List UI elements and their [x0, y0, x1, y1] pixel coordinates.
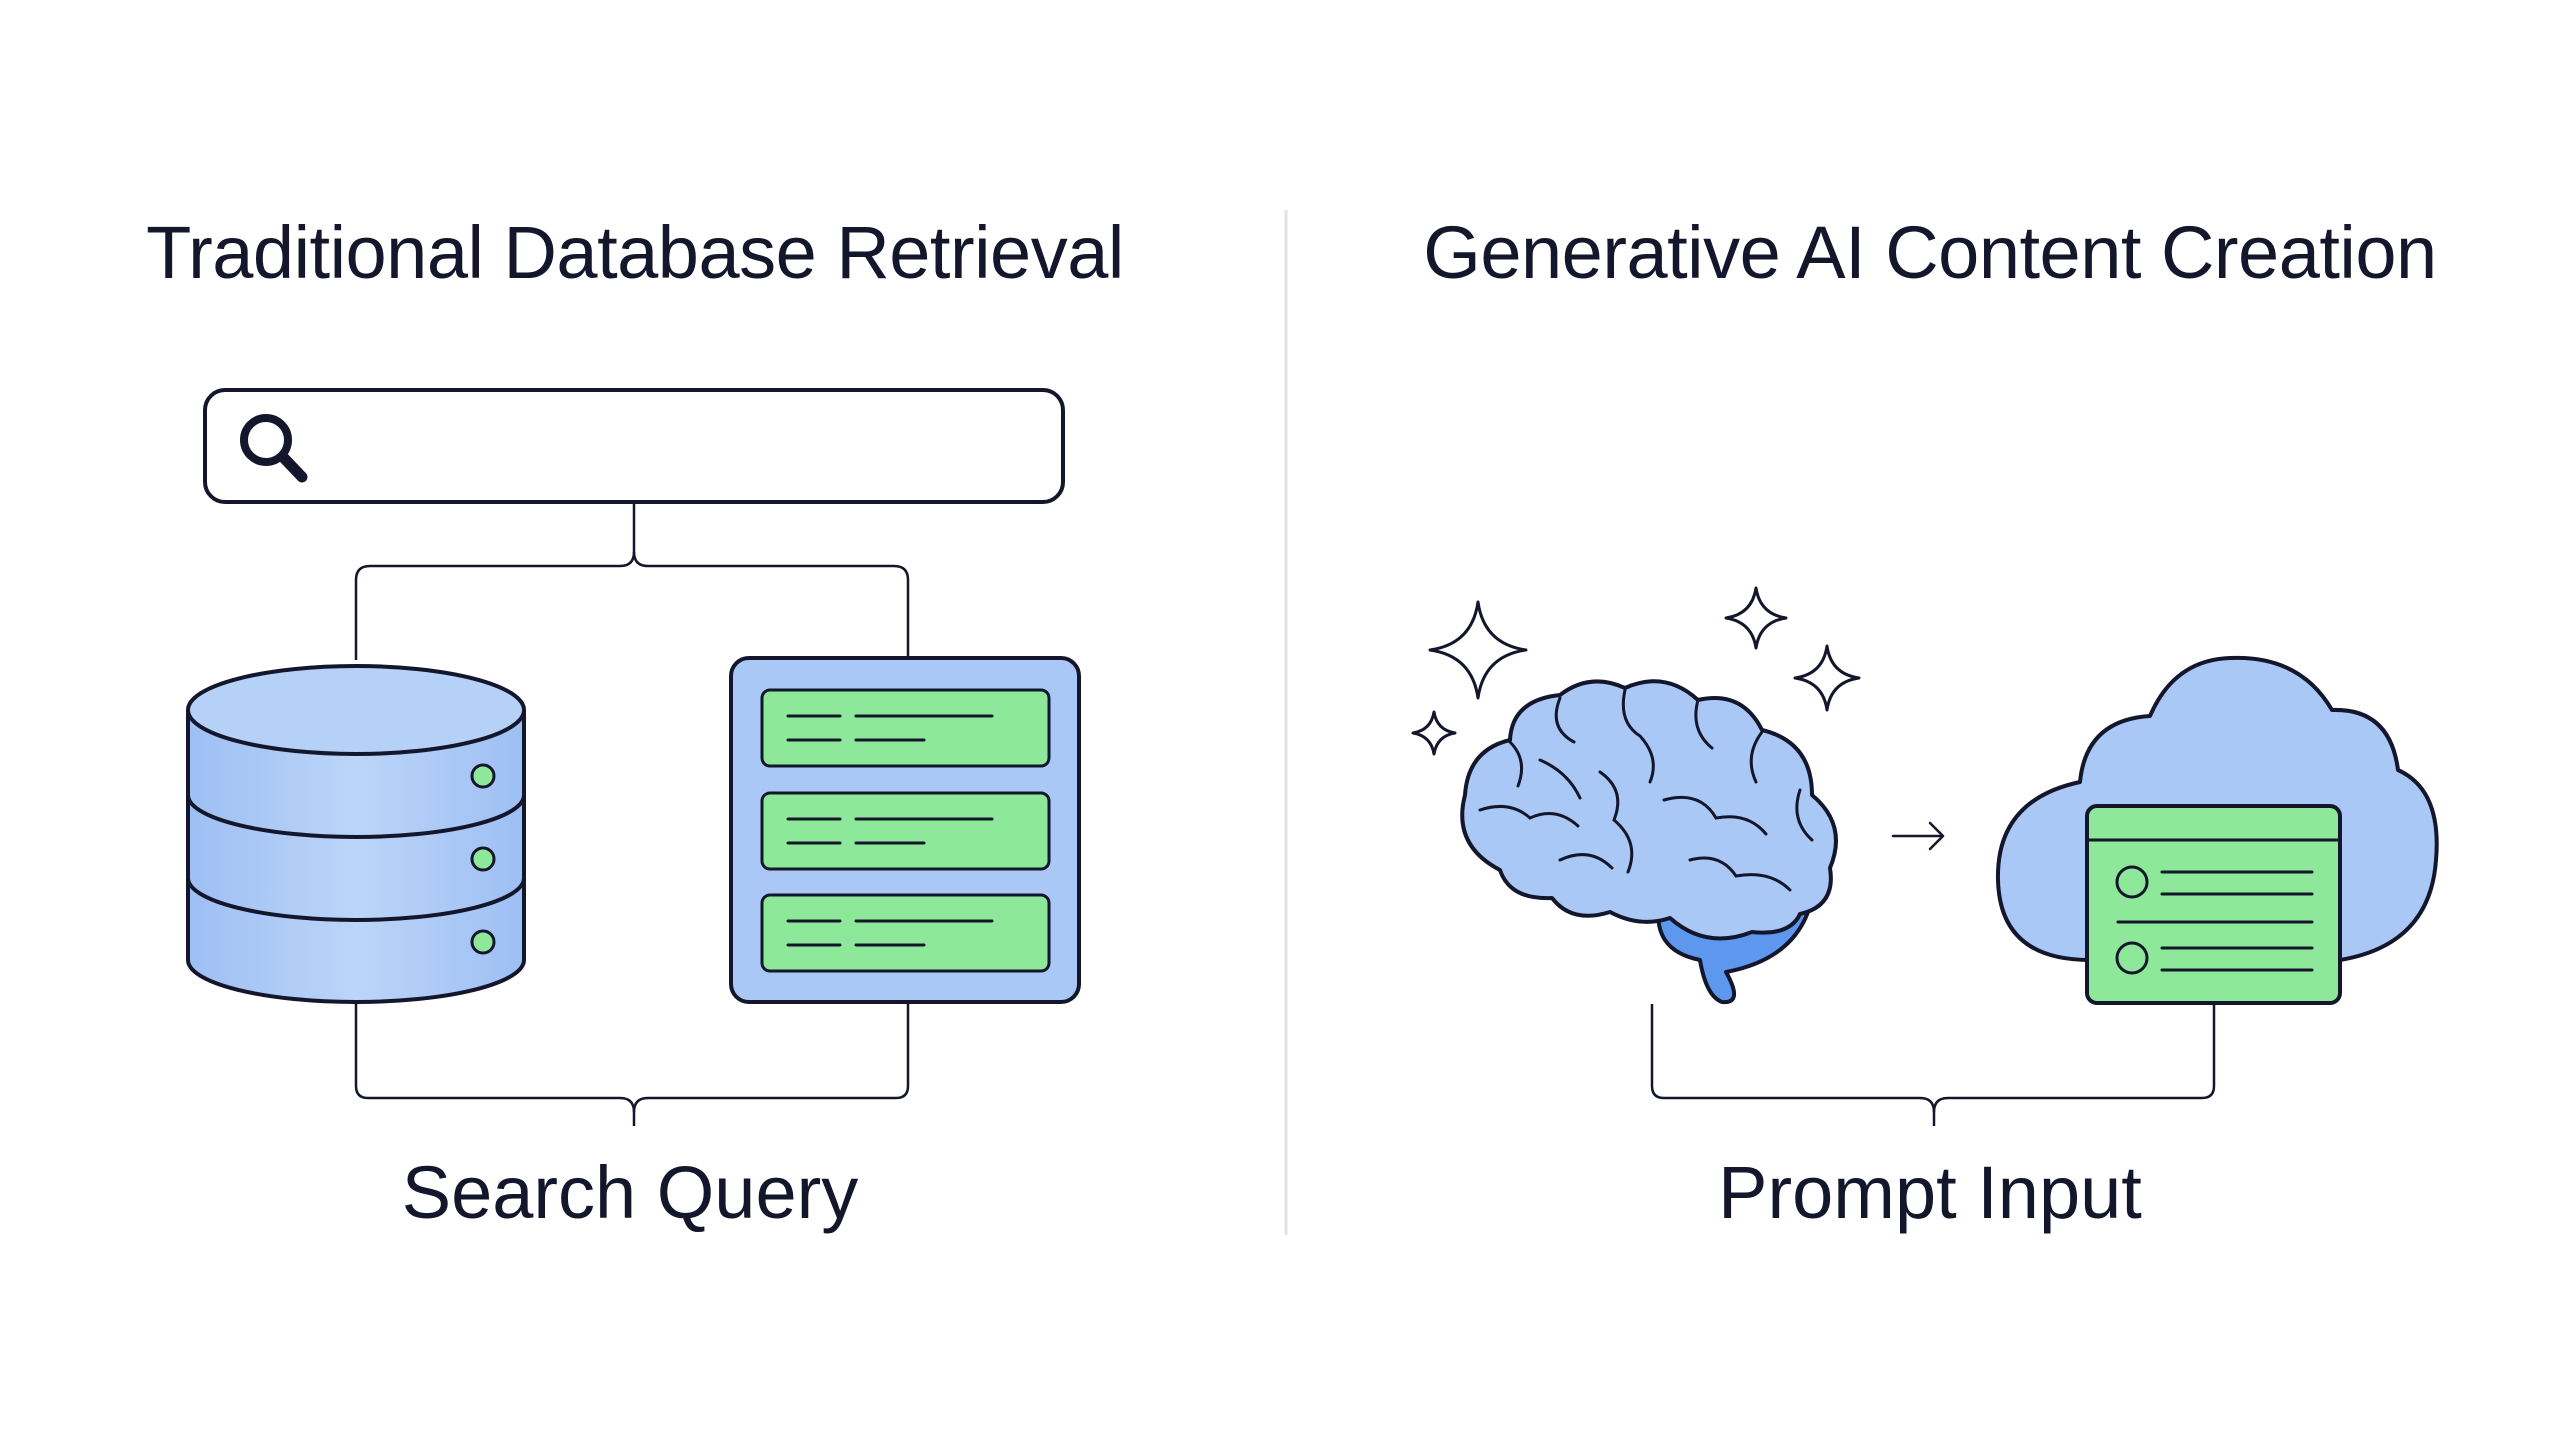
cloud-document-icon	[1995, 655, 2439, 1005]
left-panel-caption: Search Query	[401, 1151, 859, 1234]
prompt-bracket-connector	[1650, 1004, 2216, 1126]
bottom-bracket-connector	[354, 1004, 910, 1126]
arrow-right-icon	[1891, 821, 1945, 851]
left-panel-title: Traditional Database Retrieval	[146, 211, 1124, 294]
document-list-icon	[729, 656, 1081, 1004]
search-bar[interactable]	[203, 388, 1065, 504]
right-panel-title: Generative AI Content Creation	[1423, 211, 2437, 294]
top-bracket-connector	[354, 502, 910, 660]
right-panel-caption: Prompt Input	[1718, 1151, 2142, 1234]
brain-icon	[1460, 679, 1838, 1005]
sparkle-icon	[1411, 586, 1861, 756]
database-icon	[186, 664, 526, 1004]
search-icon	[240, 414, 308, 483]
